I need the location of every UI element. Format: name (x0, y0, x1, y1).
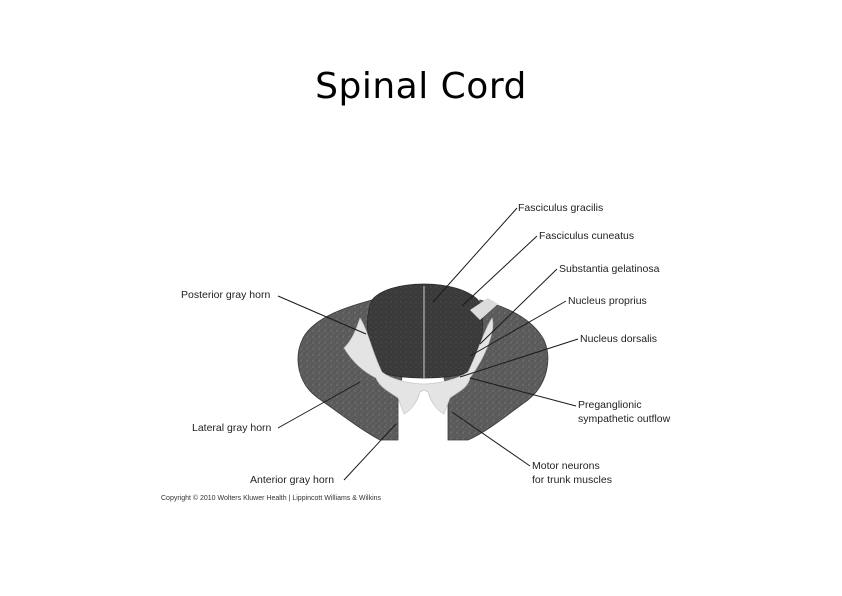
label-preganglionic-line2: sympathetic outflow (578, 413, 671, 425)
posterior-columns (367, 283, 483, 379)
dorsal-root (470, 298, 498, 320)
label-motor-neurons-line1: Motor neurons (532, 460, 600, 472)
leader-fasciculus-gracilis (432, 207, 518, 303)
anterior-median-fissure (418, 392, 430, 440)
gray-matter (343, 317, 494, 415)
label-nucleus-proprius: Nucleus proprius (568, 295, 647, 307)
label-preganglionic-line1: Preganglionic (578, 399, 642, 411)
label-lateral-gray-horn: Lateral gray horn (192, 422, 272, 434)
leader-substantia-gelatinosa (479, 268, 558, 345)
label-fasciculus-gracilis: Fasciculus gracilis (518, 202, 603, 214)
label-anterior-gray-horn: Anterior gray horn (250, 474, 334, 486)
label-substantia-gelatinosa: Substantia gelatinosa (559, 263, 660, 275)
leader-nucleus-proprius (469, 300, 567, 357)
label-posterior-gray-horn: Posterior gray horn (181, 289, 270, 301)
slide-title: Spinal Cord (315, 66, 527, 107)
label-motor-neurons-line2: for trunk muscles (532, 474, 612, 486)
leader-lines (277, 207, 579, 481)
label-nucleus-dorsalis: Nucleus dorsalis (580, 333, 657, 345)
leader-nucleus-dorsalis (459, 338, 579, 378)
leader-motor-neurons (451, 411, 531, 467)
leader-preganglionic (469, 377, 577, 407)
leader-lateral-gray-horn (277, 381, 361, 429)
cord-section (297, 283, 549, 441)
leader-fasciculus-cuneatus (461, 235, 538, 307)
leader-anterior-gray-horn (343, 423, 397, 481)
label-fasciculus-cuneatus: Fasciculus cuneatus (539, 230, 634, 242)
copyright-notice: Copyright © 2010 Wolters Kluwer Health |… (161, 494, 382, 502)
leader-posterior-gray-horn (277, 295, 367, 335)
